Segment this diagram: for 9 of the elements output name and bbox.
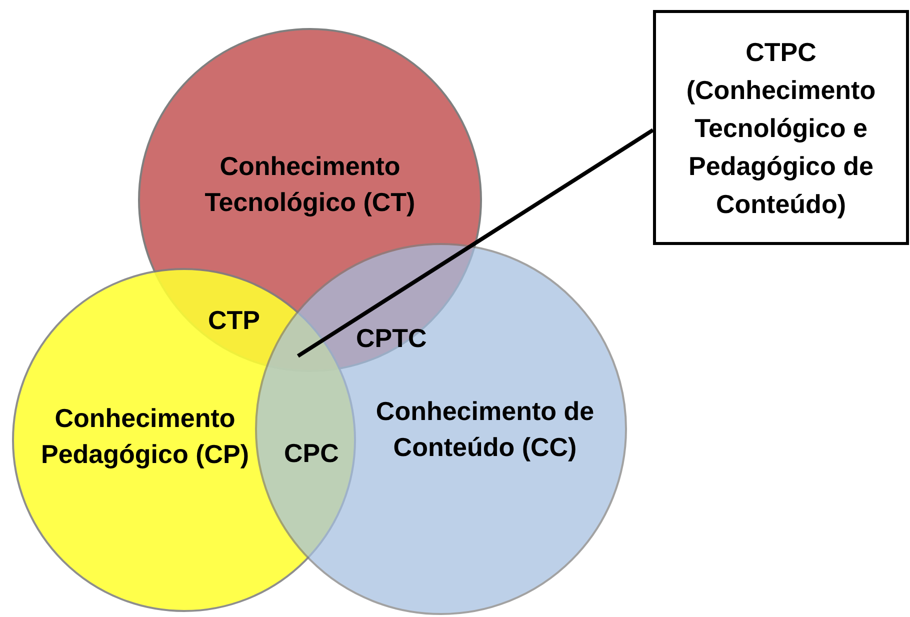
- callout-text: CTPC (Conhecimento Tecnológico e Pedagógico de Conteúdo): [685, 36, 877, 220]
- callout-box: [653, 10, 909, 245]
- circle-label: Conhecimento Tecnológico (CT): [204, 150, 416, 219]
- leader-line: [296, 128, 654, 358]
- intersection-label: CPC: [284, 437, 339, 469]
- intersection-label: CPTC: [356, 322, 427, 354]
- circle-label: Conhecimento Pedagógico (CP): [40, 402, 250, 471]
- circle-label: Conhecimento de Conteúdo (CC): [374, 395, 596, 464]
- intersection-label: CTP: [208, 304, 260, 336]
